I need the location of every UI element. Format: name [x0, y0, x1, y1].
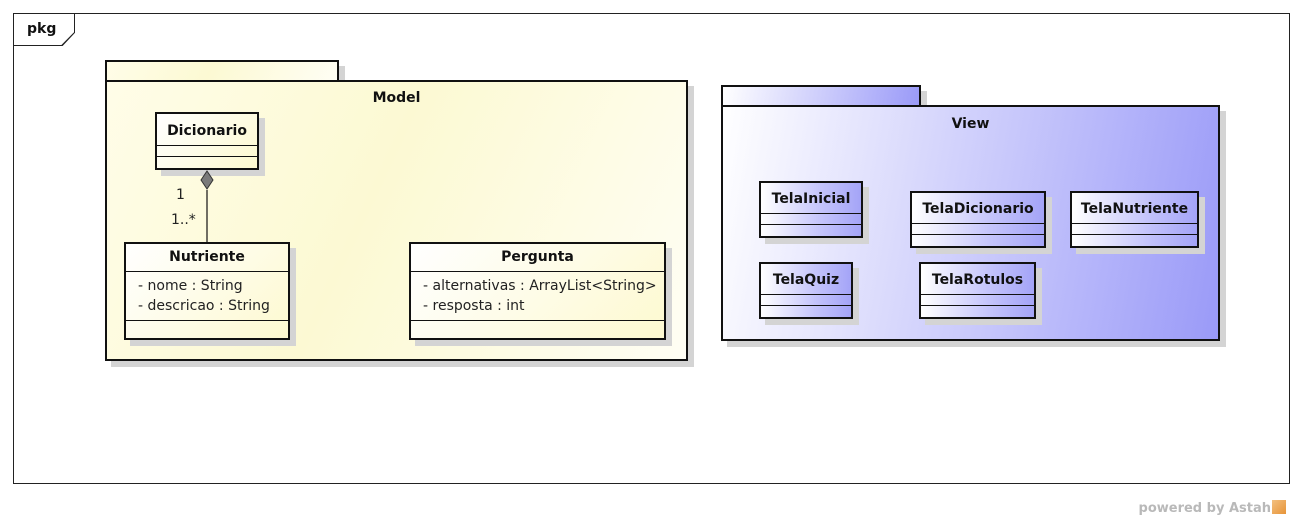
model-package-tab[interactable] — [105, 60, 339, 82]
composition-diamond-icon — [200, 170, 214, 190]
nutriente-attr-nome: - nome : String — [138, 278, 243, 294]
tela-dicionario-attributes — [912, 224, 1044, 235]
view-package-title: View — [951, 116, 990, 132]
powered-by-text: powered by Astah — [1138, 501, 1271, 516]
pergunta-class[interactable]: Pergunta - alternativas : ArrayList<Stri… — [409, 242, 666, 340]
dicionario-class-name: Dicionario — [157, 114, 257, 146]
part-multiplicity: 1..* — [171, 212, 196, 228]
nutriente-class-name: Nutriente — [126, 244, 288, 272]
nutriente-attributes: - nome : String - descricao : String — [126, 272, 288, 321]
tela-inicial-class-name: TelaInicial — [761, 183, 861, 214]
tela-nutriente-attributes — [1072, 224, 1197, 235]
tela-rotulos-class[interactable]: TelaRotulos — [919, 262, 1036, 319]
tela-inicial-attributes — [761, 214, 861, 225]
astah-logo-icon — [1272, 500, 1286, 514]
pergunta-attr-resposta: - resposta : int — [423, 298, 525, 314]
diagram-frame — [13, 13, 1290, 484]
powered-by-footer: powered by Astah — [1139, 500, 1286, 516]
whole-multiplicity: 1 — [176, 187, 185, 203]
dicionario-class[interactable]: Dicionario — [155, 112, 259, 170]
view-package-tab[interactable] — [721, 85, 921, 107]
tela-dicionario-class-name: TelaDicionario — [912, 193, 1044, 224]
tela-rotulos-class-name: TelaRotulos — [921, 264, 1034, 295]
tela-quiz-class[interactable]: TelaQuiz — [759, 262, 853, 319]
model-package-title: Model — [372, 90, 421, 106]
tela-dicionario-class[interactable]: TelaDicionario — [910, 191, 1046, 248]
tela-nutriente-class[interactable]: TelaNutriente — [1070, 191, 1199, 248]
pergunta-attr-alternativas: - alternativas : ArrayList<String> — [423, 278, 657, 294]
tela-rotulos-attributes — [921, 295, 1034, 306]
pergunta-class-name: Pergunta — [411, 244, 664, 272]
tela-inicial-class[interactable]: TelaInicial — [759, 181, 863, 238]
tela-quiz-class-name: TelaQuiz — [761, 264, 851, 295]
frame-label: pkg — [14, 14, 74, 45]
tela-nutriente-class-name: TelaNutriente — [1072, 193, 1197, 224]
nutriente-class[interactable]: Nutriente - nome : String - descricao : … — [124, 242, 290, 340]
dicionario-attributes — [157, 146, 257, 157]
pergunta-attributes: - alternativas : ArrayList<String> - res… — [411, 272, 664, 321]
composition-connector[interactable] — [195, 168, 225, 246]
nutriente-attr-descricao: - descricao : String — [138, 298, 270, 314]
tela-quiz-attributes — [761, 295, 851, 306]
